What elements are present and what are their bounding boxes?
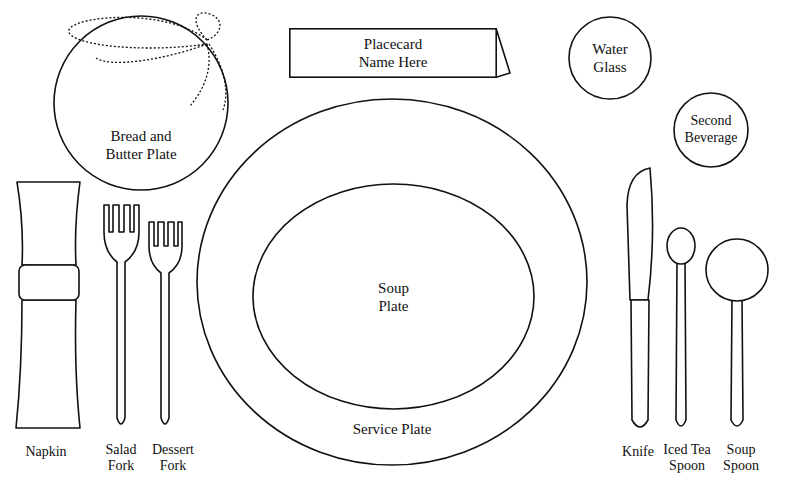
item-label: Soup Spoon	[716, 442, 766, 474]
text-holder: Second Beverage	[673, 113, 749, 147]
plate-circle: Soup Plate	[252, 183, 535, 410]
napkin-ring	[19, 265, 79, 300]
place-card: Placecard Name Here	[289, 28, 497, 78]
card-outline	[290, 29, 496, 77]
text-column: Bread and Butter Plate	[91, 127, 191, 163]
text-holder: Placecard Name Here	[289, 35, 497, 71]
text-holder: Water Glass	[568, 40, 652, 76]
plate-outline	[674, 93, 748, 167]
napkin	[16, 300, 80, 428]
node-label: Soup Plate	[369, 279, 419, 315]
text-holder: Soup Plate	[252, 279, 535, 315]
ribbon-loop	[96, 44, 207, 62]
plate-outline	[54, 16, 228, 190]
knife	[631, 300, 649, 427]
text-column: Water Glass	[579, 40, 641, 76]
plate-outline	[253, 184, 534, 409]
node-label: Water Glass	[579, 40, 641, 76]
node-label: Placecard Name Here	[348, 35, 438, 71]
item-label: Salad Fork	[97, 442, 145, 474]
node-label: Service Plate	[322, 420, 462, 438]
text-holder: Service Plate	[196, 420, 588, 438]
soup-spoon	[706, 239, 768, 301]
node-outline	[252, 183, 535, 410]
plate-circle: Service Plate Soup Plate	[196, 98, 588, 466]
plate-circle: Water Glass	[568, 16, 652, 100]
item-label: Dessert Fork	[146, 442, 200, 474]
node-outline	[568, 16, 652, 100]
node-label: Bread and Butter Plate	[91, 127, 191, 163]
dessert-fork	[149, 222, 182, 424]
text-column: Soup Plate	[369, 279, 419, 315]
item-label: Napkin	[16, 444, 76, 460]
ribbon	[69, 13, 226, 110]
plate-outline	[197, 99, 587, 465]
text-column: Service Plate	[322, 420, 462, 438]
salad-fork	[104, 205, 139, 424]
plate-circle: Bread and Butter Plate	[53, 15, 229, 191]
iced-tea-spoon	[667, 228, 695, 264]
text-column: Second Beverage	[679, 113, 743, 147]
soup-spoon	[731, 298, 743, 426]
text-column: Placecard Name Here	[348, 35, 438, 71]
napkin	[17, 182, 80, 265]
text-holder: Bread and Butter Plate	[53, 127, 229, 163]
knife	[627, 168, 653, 300]
node-label: Second Beverage	[679, 113, 743, 147]
plate-circle: Second Beverage	[673, 92, 749, 168]
plate-outline	[569, 17, 651, 99]
node-outline	[53, 15, 229, 191]
node-outline	[289, 28, 497, 78]
iced-tea-spoon	[676, 262, 686, 426]
item-label: Knife	[616, 444, 660, 460]
ribbon-loop	[196, 13, 220, 40]
ribbon-tail	[190, 44, 209, 106]
card-fold	[496, 29, 510, 77]
item-label: Iced Tea Spoon	[658, 442, 716, 474]
